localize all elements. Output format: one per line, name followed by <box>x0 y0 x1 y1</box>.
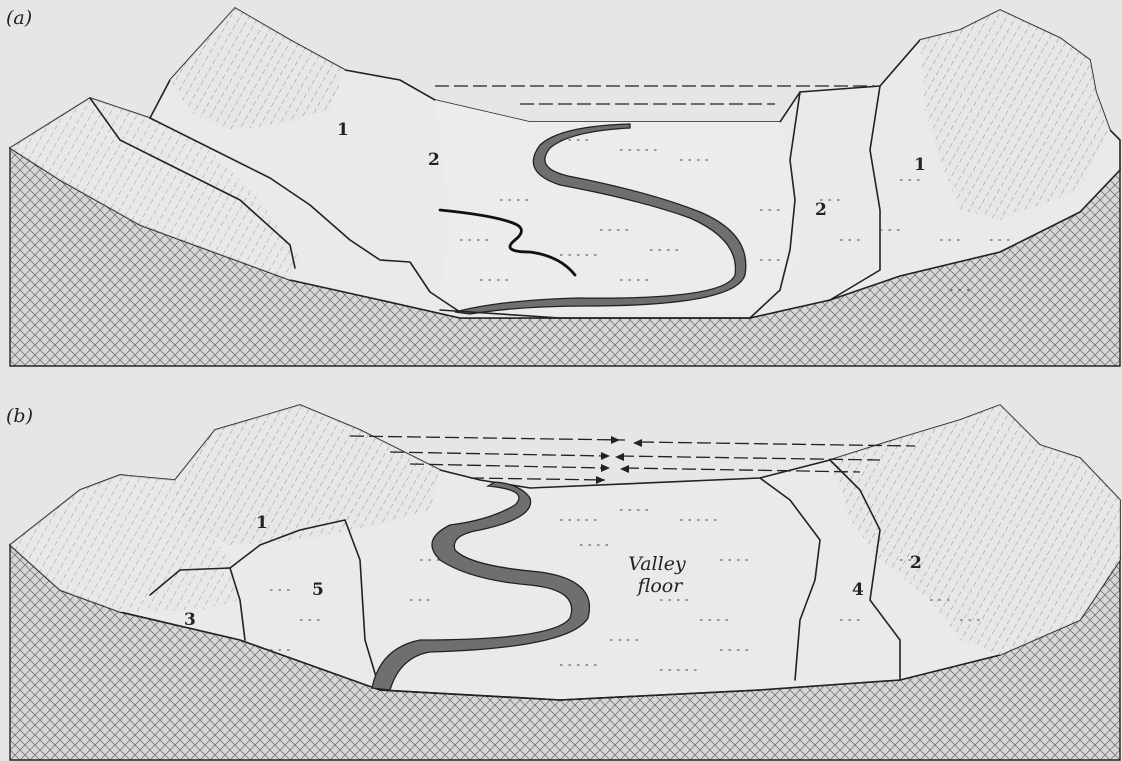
panel-b-level-line-1 <box>350 436 625 440</box>
arrow-left-icon <box>633 439 642 447</box>
panel-a-zone-label: 1 <box>337 120 349 140</box>
panel-a: (a) 1 2 1 2 <box>6 6 1120 366</box>
panel-a-zone-label: 2 <box>428 150 440 170</box>
panel-b-level-line-7 <box>470 478 605 480</box>
arrow-right-icon <box>596 476 605 484</box>
panel-a-label: (a) <box>6 7 32 29</box>
panel-b-zone-label: 5 <box>312 580 324 600</box>
arrow-right-icon <box>611 436 620 444</box>
arrow-left-icon <box>615 453 624 461</box>
panel-b-zone-label: 4 <box>852 580 864 600</box>
arrow-right-icon <box>601 464 610 472</box>
panel-b-label: (b) <box>6 405 33 427</box>
arrow-right-icon <box>601 452 610 460</box>
valley-floor-label-line1: Valley <box>628 553 686 575</box>
panel-a-zone-label: 2 <box>815 200 827 220</box>
arrow-left-icon <box>620 465 629 473</box>
panel-b-zone-label: 1 <box>256 513 268 533</box>
panel-b-level-line-3 <box>390 452 605 456</box>
panel-b-zone-label: 2 <box>910 553 922 573</box>
panel-b-zone-label: 3 <box>184 610 196 630</box>
panel-b-level-line-2 <box>640 442 915 446</box>
panel-b: (b) <box>6 405 1120 760</box>
panel-b-level-line-5 <box>410 464 605 468</box>
panel-a-zone-label: 1 <box>914 155 926 175</box>
panel-a-left-mountain-slope <box>170 8 345 130</box>
valley-floor-label: Valley floor <box>628 553 691 597</box>
valley-floor-label-line2: floor <box>636 575 685 597</box>
